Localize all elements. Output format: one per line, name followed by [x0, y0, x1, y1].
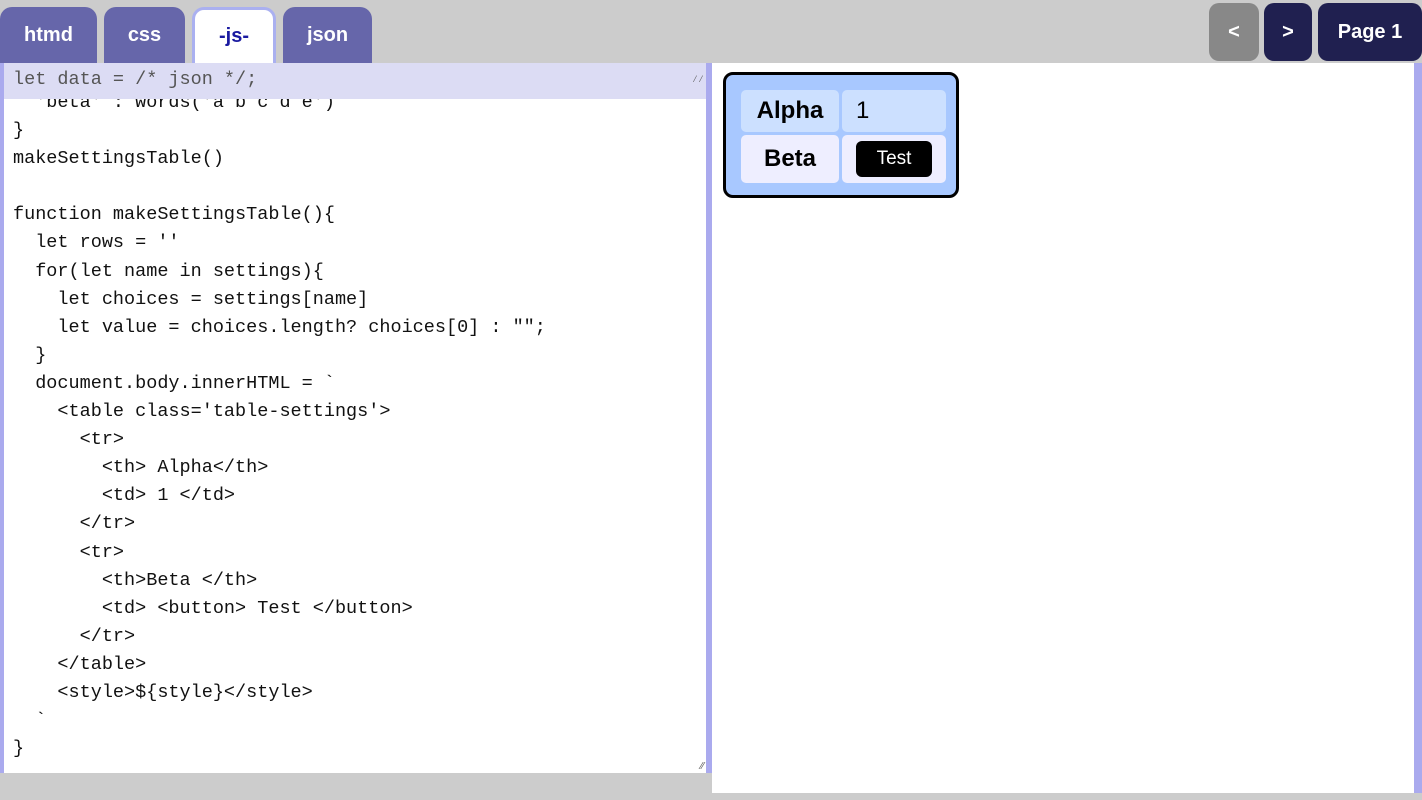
test-button[interactable]: Test	[856, 141, 932, 177]
prev-page-button[interactable]: <	[1209, 3, 1259, 61]
tab-htmd[interactable]: htmd	[0, 7, 97, 63]
beta-value: Test	[842, 135, 946, 183]
header-code: let data = /* json */;	[13, 69, 258, 90]
tab-json[interactable]: json	[283, 7, 372, 63]
next-page-button[interactable]: >	[1264, 3, 1312, 61]
alpha-header: Alpha	[741, 90, 839, 132]
resize-handle-icon[interactable]: ⁄⁄	[700, 761, 704, 772]
resize-handle-icon[interactable]: ⁄⁄	[691, 75, 704, 86]
preview-border	[1414, 63, 1422, 793]
beta-header: Beta	[741, 135, 839, 183]
preview-pane: Alpha 1 Beta Test	[712, 63, 1414, 793]
code-text: 'beta' : words('a b c d e') } makeSettin…	[13, 99, 546, 760]
settings-table: Alpha 1 Beta Test	[723, 72, 959, 198]
code-editor: let data = /* json */; ⁄⁄ 'beta' : words(…	[0, 63, 712, 773]
tab-css[interactable]: css	[104, 7, 185, 63]
alpha-value: 1	[842, 90, 946, 132]
header-textarea[interactable]: let data = /* json */; ⁄⁄	[4, 63, 706, 99]
code-textarea[interactable]: 'beta' : words('a b c d e') } makeSettin…	[4, 99, 706, 773]
page-indicator-button[interactable]: Page 1	[1318, 3, 1422, 61]
tab-js[interactable]: -js-	[192, 7, 276, 63]
